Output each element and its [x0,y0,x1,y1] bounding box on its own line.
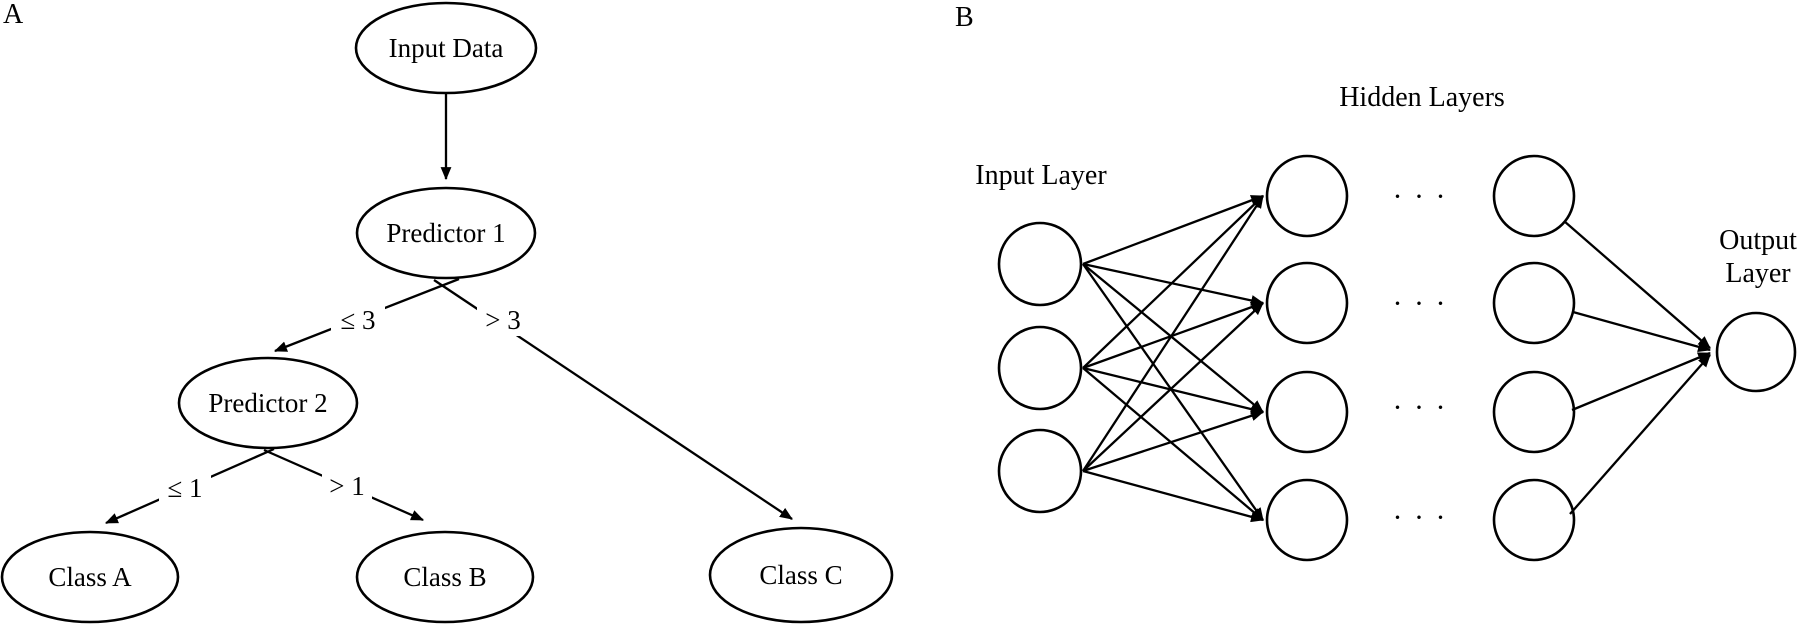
edge-label-mask [159,472,211,504]
tree-node-classA [0,530,180,624]
hidden-node [1265,261,1349,345]
hidden-node [1265,370,1349,454]
nn-edge [1082,263,1264,521]
edge-label-mask [322,470,372,502]
panel-b-neural-network: B Input Layer Hidden Layers Output Layer [955,2,1797,562]
tree-node-predictor1 [355,186,537,280]
edge-label-le3: ≤ 3 [340,305,375,335]
tree-node-classB [355,530,535,624]
nn-edge [1082,194,1265,266]
hidden-ellipsis: · · · [1393,287,1448,320]
nn-edge [1082,195,1264,369]
nn-edge [1082,367,1264,521]
hidden-node [1492,261,1576,345]
edge-label-le1: ≤ 1 [167,473,202,503]
nn-edge [1082,366,1265,415]
input-node [997,221,1083,307]
input-node [997,325,1083,411]
output-layer-caption-line1: Output [1719,225,1797,256]
edge-label-gt3: > 3 [485,305,520,335]
tree-node-classA-label: Class A [48,562,132,592]
nn-edge [1082,302,1264,472]
hidden-node [1492,154,1576,238]
nn-edge [1569,354,1711,515]
nn-edge [1571,351,1712,412]
edge-label-gt1: > 1 [329,471,364,501]
tree-node-predictor2-label: Predictor 2 [208,388,327,418]
tree-node-predictor1-label: Predictor 1 [386,218,505,248]
hidden-node [1265,154,1349,238]
nn-edge [1082,263,1264,413]
panel-b-tag: B [955,2,974,33]
panel-a-tag: A [3,0,24,30]
hidden-layers-caption: Hidden Layers [1339,82,1505,113]
tree-node-predictor2 [177,356,359,450]
tree-node-input-data [354,1,538,95]
input-node [997,428,1083,514]
edge-label-mask [477,304,529,336]
hidden-node [1492,478,1576,562]
edge-label-mask [331,304,385,336]
input-layer-caption: Input Layer [975,160,1107,191]
hidden-ellipsis: · · · [1393,180,1448,213]
hidden-ellipsis: · · · [1393,391,1448,424]
nn-edge [1572,310,1712,353]
tree-node-classB-label: Class B [403,562,486,592]
nn-edge [1082,195,1264,472]
tree-node-classC [708,526,894,624]
nn-edge [1082,469,1265,523]
panel-a-decision-tree: A ≤ 3 > 3 ≤ 1 > 1 Input Data Predictor 1 [0,0,894,624]
output-node [1715,311,1797,393]
tree-node-input-data-label: Input Data [389,33,504,63]
hidden-node [1492,370,1576,454]
nn-edge [1563,220,1711,349]
hidden-ellipsis: · · · [1393,501,1448,534]
nn-edge [1082,410,1265,473]
tree-node-classC-label: Class C [759,560,842,590]
hidden-node [1265,478,1349,562]
output-layer-caption-line2: Layer [1725,258,1791,289]
